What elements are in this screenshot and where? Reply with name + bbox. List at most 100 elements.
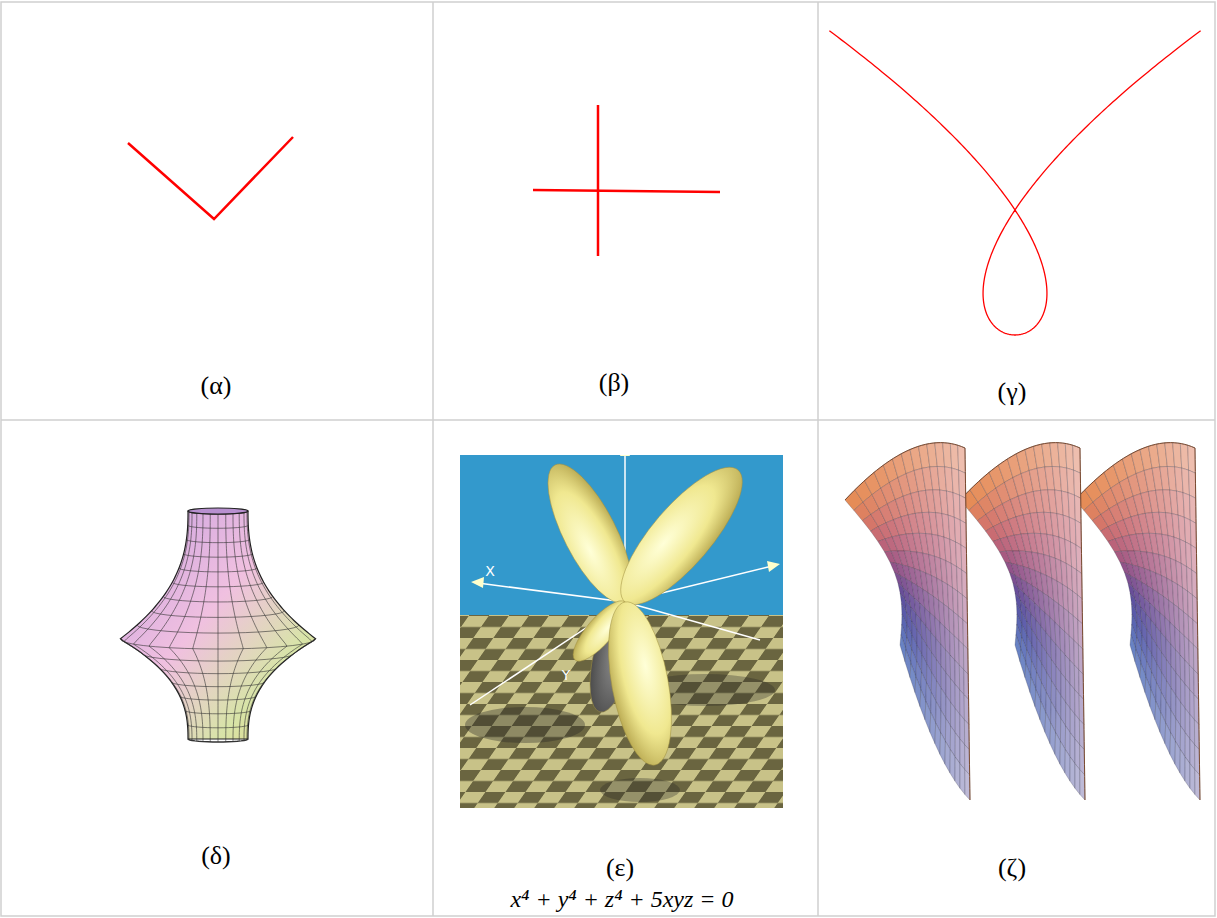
axis-label: X <box>485 564 495 579</box>
panel-label: (β) <box>599 369 630 398</box>
mesh-cell <box>1150 689 1156 719</box>
mesh-cell <box>1073 591 1078 620</box>
sheet <box>845 443 970 800</box>
sheet-edge <box>845 443 970 800</box>
mesh-line <box>152 611 285 618</box>
mesh-cell <box>945 741 950 773</box>
mesh-cell <box>1025 663 1031 692</box>
panel-label: (δ) <box>201 842 231 871</box>
mesh-cell <box>1040 701 1046 732</box>
panel-label: (ζ) <box>998 854 1026 883</box>
lobe <box>603 455 761 621</box>
mesh-line <box>120 639 315 649</box>
mesh-cell <box>1188 591 1193 620</box>
mesh-cell <box>956 542 962 570</box>
mesh-line <box>172 582 263 587</box>
mesh-cell <box>1035 689 1041 719</box>
mesh-line <box>124 512 189 740</box>
mesh-cell <box>1045 712 1051 743</box>
mesh-cell <box>1160 712 1166 743</box>
mesh-cell <box>1030 677 1036 707</box>
mesh-cell <box>1189 495 1196 523</box>
v-curve <box>128 137 293 219</box>
lobe <box>597 597 682 770</box>
mesh-cell <box>920 689 926 719</box>
mesh-line <box>185 711 251 714</box>
column-rule <box>432 2 434 916</box>
mesh-line <box>186 540 249 543</box>
mesh-cell <box>960 764 965 795</box>
mesh-cell <box>954 517 961 545</box>
mesh-cell <box>1074 470 1081 498</box>
mesh-line <box>133 513 192 741</box>
column-rule <box>817 2 819 916</box>
mesh-cell <box>1055 732 1060 764</box>
sheet-edge <box>1075 443 1200 800</box>
mesh-cell <box>935 723 941 755</box>
mesh-cell <box>1184 517 1191 545</box>
mesh-cell <box>1140 663 1146 692</box>
mesh-cell <box>952 468 960 495</box>
mesh-cell <box>1060 741 1065 773</box>
mesh-line <box>218 514 219 742</box>
mesh-cell <box>1050 723 1056 755</box>
shadow <box>600 778 680 802</box>
panel-label: (γ) <box>998 378 1027 407</box>
mesh-line <box>187 725 248 728</box>
cross-line <box>597 105 600 256</box>
arrowhead <box>767 561 780 572</box>
mesh-cell <box>1155 701 1161 732</box>
mesh-cell <box>905 649 911 677</box>
pseudosphere-surface <box>120 508 315 742</box>
mesh-cell <box>950 443 958 470</box>
curve-path <box>829 31 1200 335</box>
mesh-cell <box>940 732 945 764</box>
cross-line <box>533 190 720 192</box>
arrowhead <box>620 455 630 456</box>
mesh-cell <box>1135 649 1141 677</box>
mesh-line <box>188 525 249 528</box>
mesh-cell <box>1067 468 1075 495</box>
mesh-cell <box>930 712 936 743</box>
mesh-cell <box>900 635 906 662</box>
mesh-cell <box>1070 757 1075 788</box>
mesh-cell <box>957 567 963 595</box>
mesh-line <box>169 514 203 742</box>
mesh-cell <box>1020 649 1026 677</box>
lobes <box>532 455 761 770</box>
wave-surface <box>845 443 1200 800</box>
mesh-cell <box>1075 764 1080 795</box>
mesh-cell <box>1182 468 1190 495</box>
mesh-cell <box>1074 495 1081 523</box>
mesh-cell <box>1130 635 1136 662</box>
mesh-cell <box>915 677 921 707</box>
mesh-cell <box>1186 542 1192 570</box>
mesh-cell <box>1015 635 1021 662</box>
mesh-cell <box>1170 732 1175 764</box>
mesh-cell <box>1189 470 1196 498</box>
mesh-cell <box>1069 517 1076 545</box>
mesh-cell <box>959 495 966 523</box>
mesh-cell <box>910 663 916 692</box>
sheet <box>1075 443 1200 800</box>
mesh-line <box>180 696 256 700</box>
panel-label: (ε) <box>606 854 634 883</box>
mesh-cell <box>925 701 931 732</box>
mesh-cell <box>1185 757 1190 788</box>
mesh-cell <box>953 493 960 520</box>
arrowhead <box>471 577 484 588</box>
mesh-cell <box>1068 493 1075 520</box>
mesh-cell <box>1065 749 1070 781</box>
mesh-line <box>179 568 257 572</box>
mesh-cell <box>1145 677 1151 707</box>
nodal-cubic <box>829 31 1200 335</box>
mesh-cell <box>1165 723 1171 755</box>
mesh-cell <box>1076 545 1082 574</box>
mesh-cell <box>1190 520 1196 548</box>
mesh-cell <box>961 545 967 574</box>
mesh-cell <box>1180 443 1188 470</box>
mesh-cell <box>955 757 960 788</box>
mesh-cell <box>1175 741 1180 773</box>
